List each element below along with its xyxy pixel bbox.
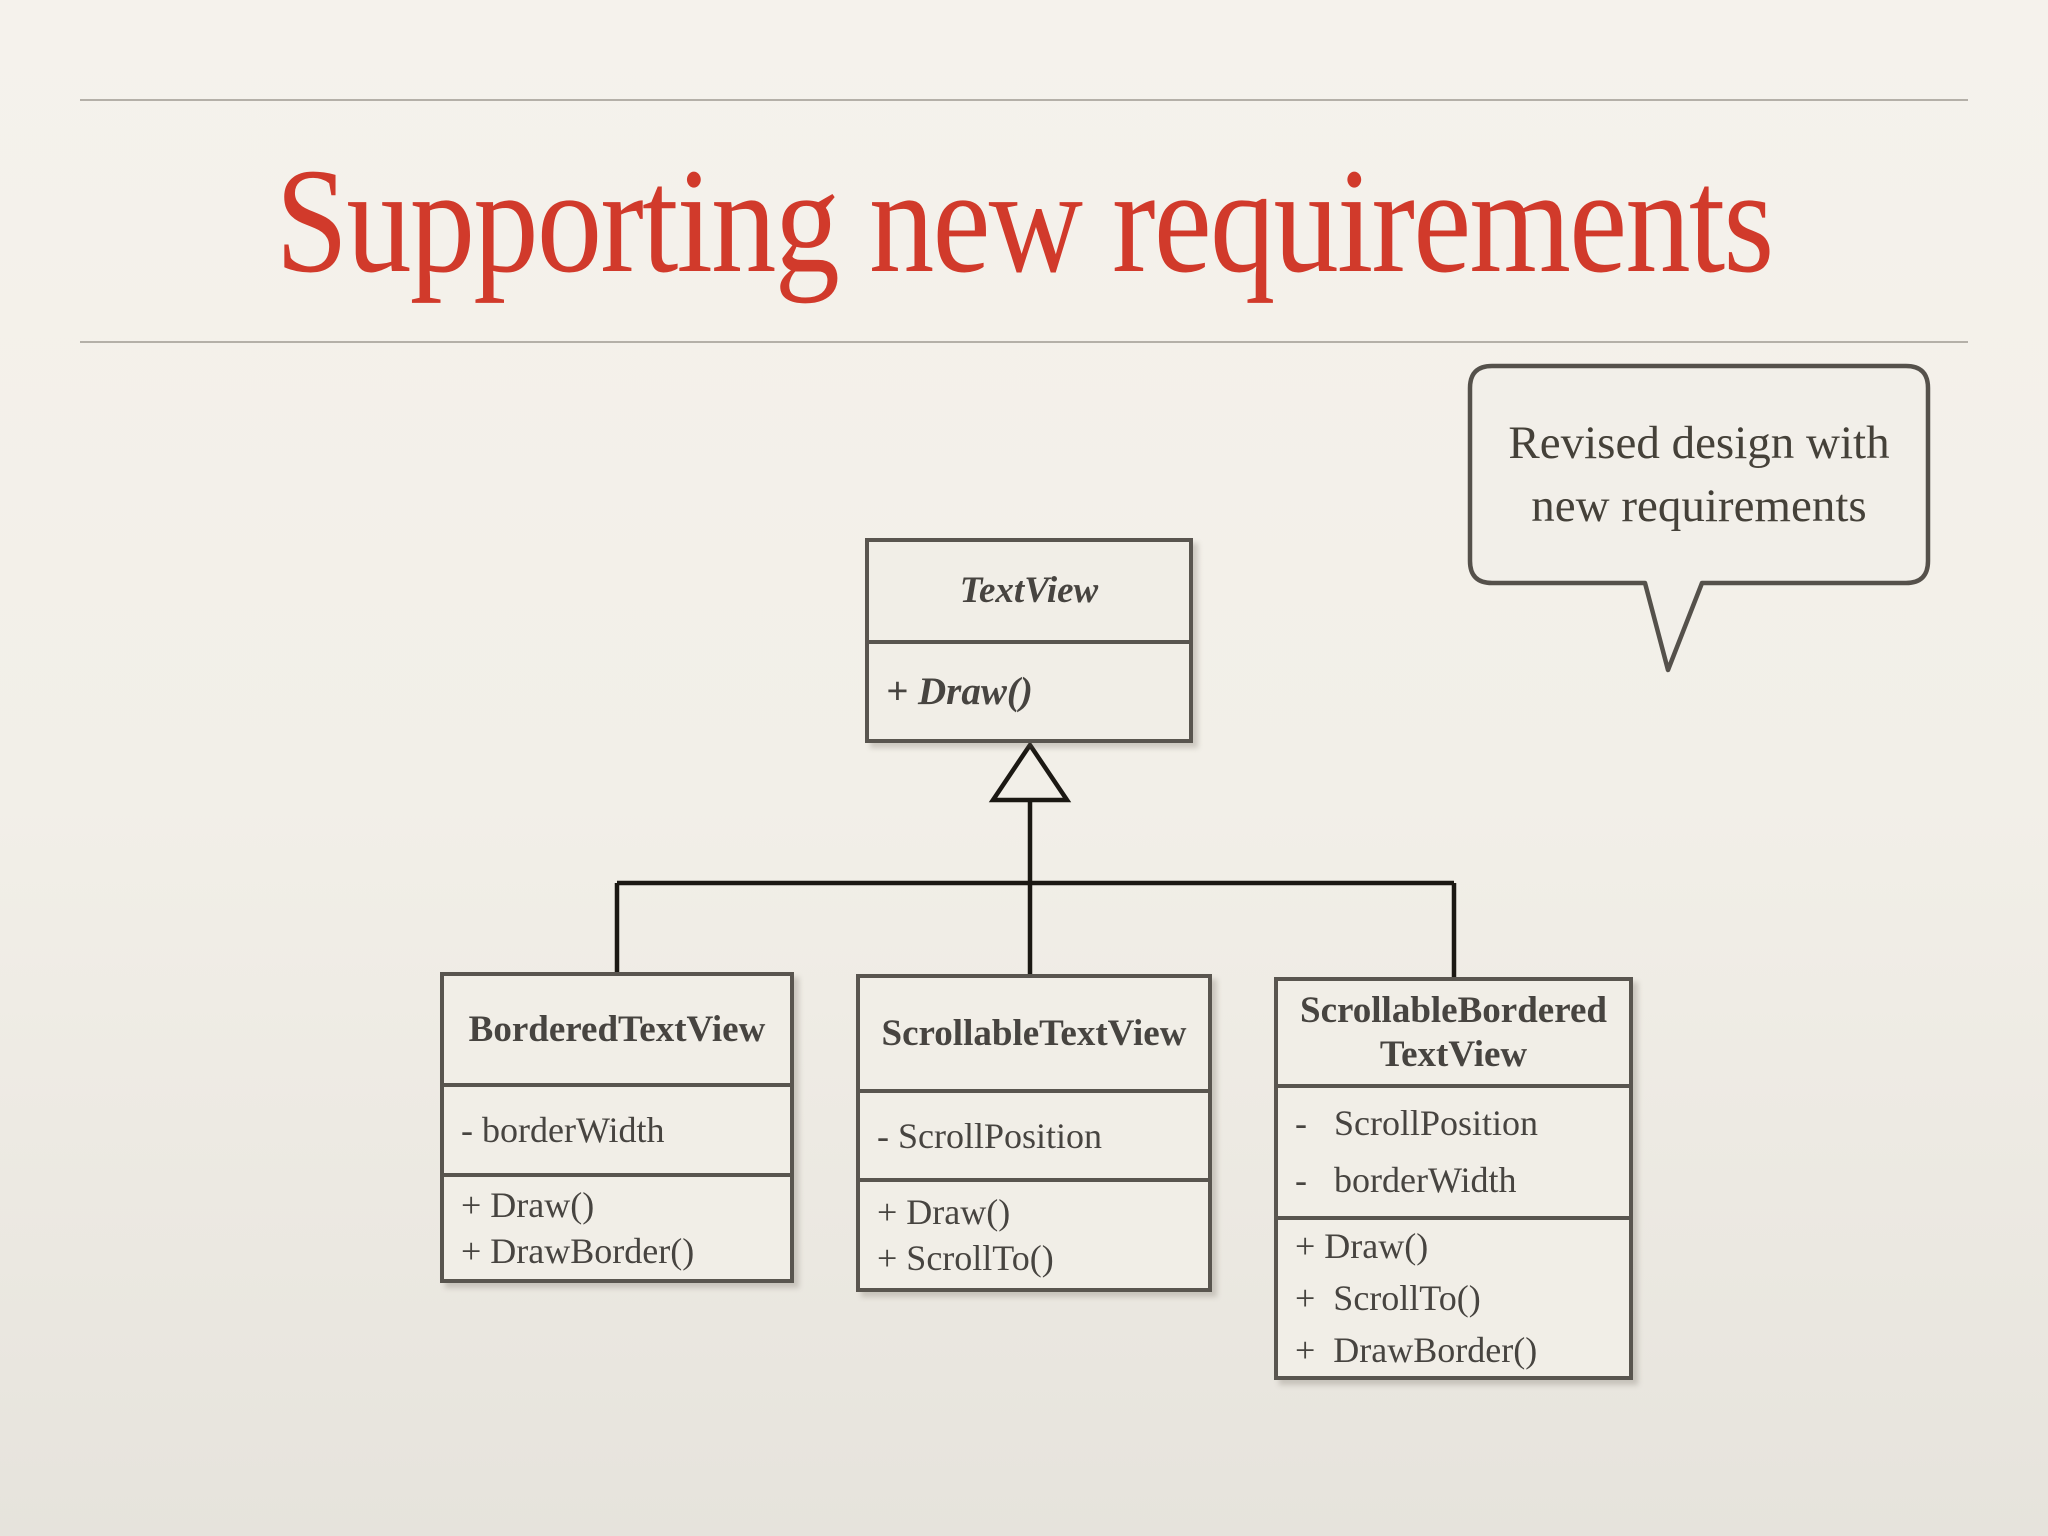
class-attributes: - ScrollPosition xyxy=(860,1089,1208,1178)
generalization-triangle-icon xyxy=(988,740,1072,803)
class-methods: + Draw() + ScrollTo() + DrawBorder() xyxy=(1278,1216,1629,1376)
method-item: + ScrollTo() xyxy=(877,1238,1054,1278)
inheritance-connector-lines xyxy=(614,800,1457,977)
class-name-line-1: ScrollableBordered xyxy=(1300,989,1607,1031)
class-name-line-2: TextView xyxy=(1379,1033,1528,1075)
class-name: ScrollableBordered TextView xyxy=(1278,981,1629,1084)
callout-line-1: Revised design with xyxy=(1508,416,1890,469)
callout-line-2: new requirements xyxy=(1531,479,1867,532)
class-box-scrollableborderedtextview: ScrollableBordered TextView - ScrollPosi… xyxy=(1274,977,1633,1380)
attribute-item: - borderWidth xyxy=(461,1110,665,1150)
class-box-scrollabletextview: ScrollableTextView - ScrollPosition + Dr… xyxy=(856,974,1212,1292)
method-item: + Draw() xyxy=(461,1185,595,1225)
class-box-textview: TextView + Draw() xyxy=(865,538,1193,743)
class-attributes: - borderWidth xyxy=(444,1083,790,1173)
title-top-rule xyxy=(80,99,1968,101)
class-methods: + Draw() xyxy=(869,640,1189,739)
attribute-item: - ScrollPosition xyxy=(1295,1103,1539,1144)
class-box-borderedtextview: BorderedTextView - borderWidth + Draw() … xyxy=(440,972,794,1283)
callout-bubble-shape xyxy=(1467,363,1931,673)
slide-title: Supporting new requirements xyxy=(275,138,1775,304)
class-name: BorderedTextView xyxy=(468,1008,766,1050)
class-methods: + Draw() + DrawBorder() xyxy=(444,1173,790,1279)
class-methods: + Draw() + ScrollTo() xyxy=(860,1178,1208,1288)
method-item: + Draw() xyxy=(1295,1226,1429,1266)
class-name: ScrollableTextView xyxy=(881,1012,1187,1054)
class-name: TextView xyxy=(959,570,1099,611)
method-item: + DrawBorder() xyxy=(461,1231,695,1271)
method-item: + DrawBorder() xyxy=(1295,1330,1538,1370)
method-item: + Draw() xyxy=(886,669,1033,713)
title-bottom-rule xyxy=(80,341,1968,343)
class-attributes: - ScrollPosition - borderWidth xyxy=(1278,1084,1629,1216)
method-item: + ScrollTo() xyxy=(1295,1278,1481,1318)
callout: Revised design with new requirements xyxy=(1470,366,1928,583)
method-item: + Draw() xyxy=(877,1192,1011,1232)
attribute-item: - borderWidth xyxy=(1295,1160,1517,1201)
attribute-item: - ScrollPosition xyxy=(877,1115,1103,1156)
